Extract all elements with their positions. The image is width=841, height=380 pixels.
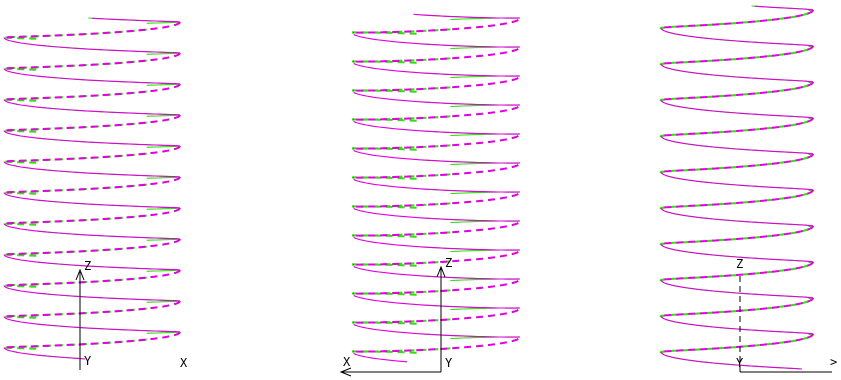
helix-magenta-0 bbox=[3, 17, 181, 360]
helix-green-1-front-arcs bbox=[421, 14, 520, 340]
helix-magenta-1-back-arcs bbox=[352, 19, 519, 353]
view-right-origin-label: Y bbox=[736, 356, 744, 370]
view-middle-helices bbox=[352, 13, 520, 363]
helix-green-2 bbox=[659, 5, 814, 370]
view-left-x-label: X bbox=[180, 356, 188, 370]
helix-magenta-1 bbox=[352, 13, 520, 363]
helix-magenta-2-front-arcs bbox=[660, 5, 814, 370]
helix-green-1-back-arcs bbox=[352, 28, 451, 354]
helix-green-1 bbox=[352, 14, 520, 354]
helix-magenta-0-back-arcs bbox=[3, 21, 181, 349]
view-left-z-label: Z bbox=[84, 259, 91, 273]
view-right-z-label: Z bbox=[736, 257, 743, 271]
view-middle-x-label: X bbox=[343, 355, 351, 369]
view-right-x-label: > bbox=[830, 355, 837, 369]
view-right-helices bbox=[659, 5, 814, 370]
view-left: Z Y X bbox=[3, 17, 188, 370]
view-middle: Z Y X bbox=[339, 13, 520, 377]
view-middle-z-label: Z bbox=[445, 256, 452, 270]
helix-magenta-1-front-arcs bbox=[353, 13, 520, 363]
helix-magenta-2 bbox=[660, 5, 814, 370]
helix-green-2-back-arcs bbox=[659, 12, 809, 354]
helix-magenta-0-front-arcs bbox=[3, 17, 181, 360]
view-left-z-arrow-icon bbox=[75, 268, 85, 281]
view-middle-origin-label: Y bbox=[445, 356, 453, 370]
helix-green-0-back-arcs bbox=[3, 28, 147, 350]
view-left-origin-label: Y bbox=[84, 354, 92, 368]
view-right: Z Y > bbox=[659, 5, 837, 373]
helix-magenta-2-back-arcs bbox=[660, 9, 814, 353]
view-left-helices bbox=[3, 17, 181, 360]
view-middle-x-arrow-icon bbox=[339, 367, 352, 377]
view-middle-z-arrow-icon bbox=[436, 265, 446, 278]
